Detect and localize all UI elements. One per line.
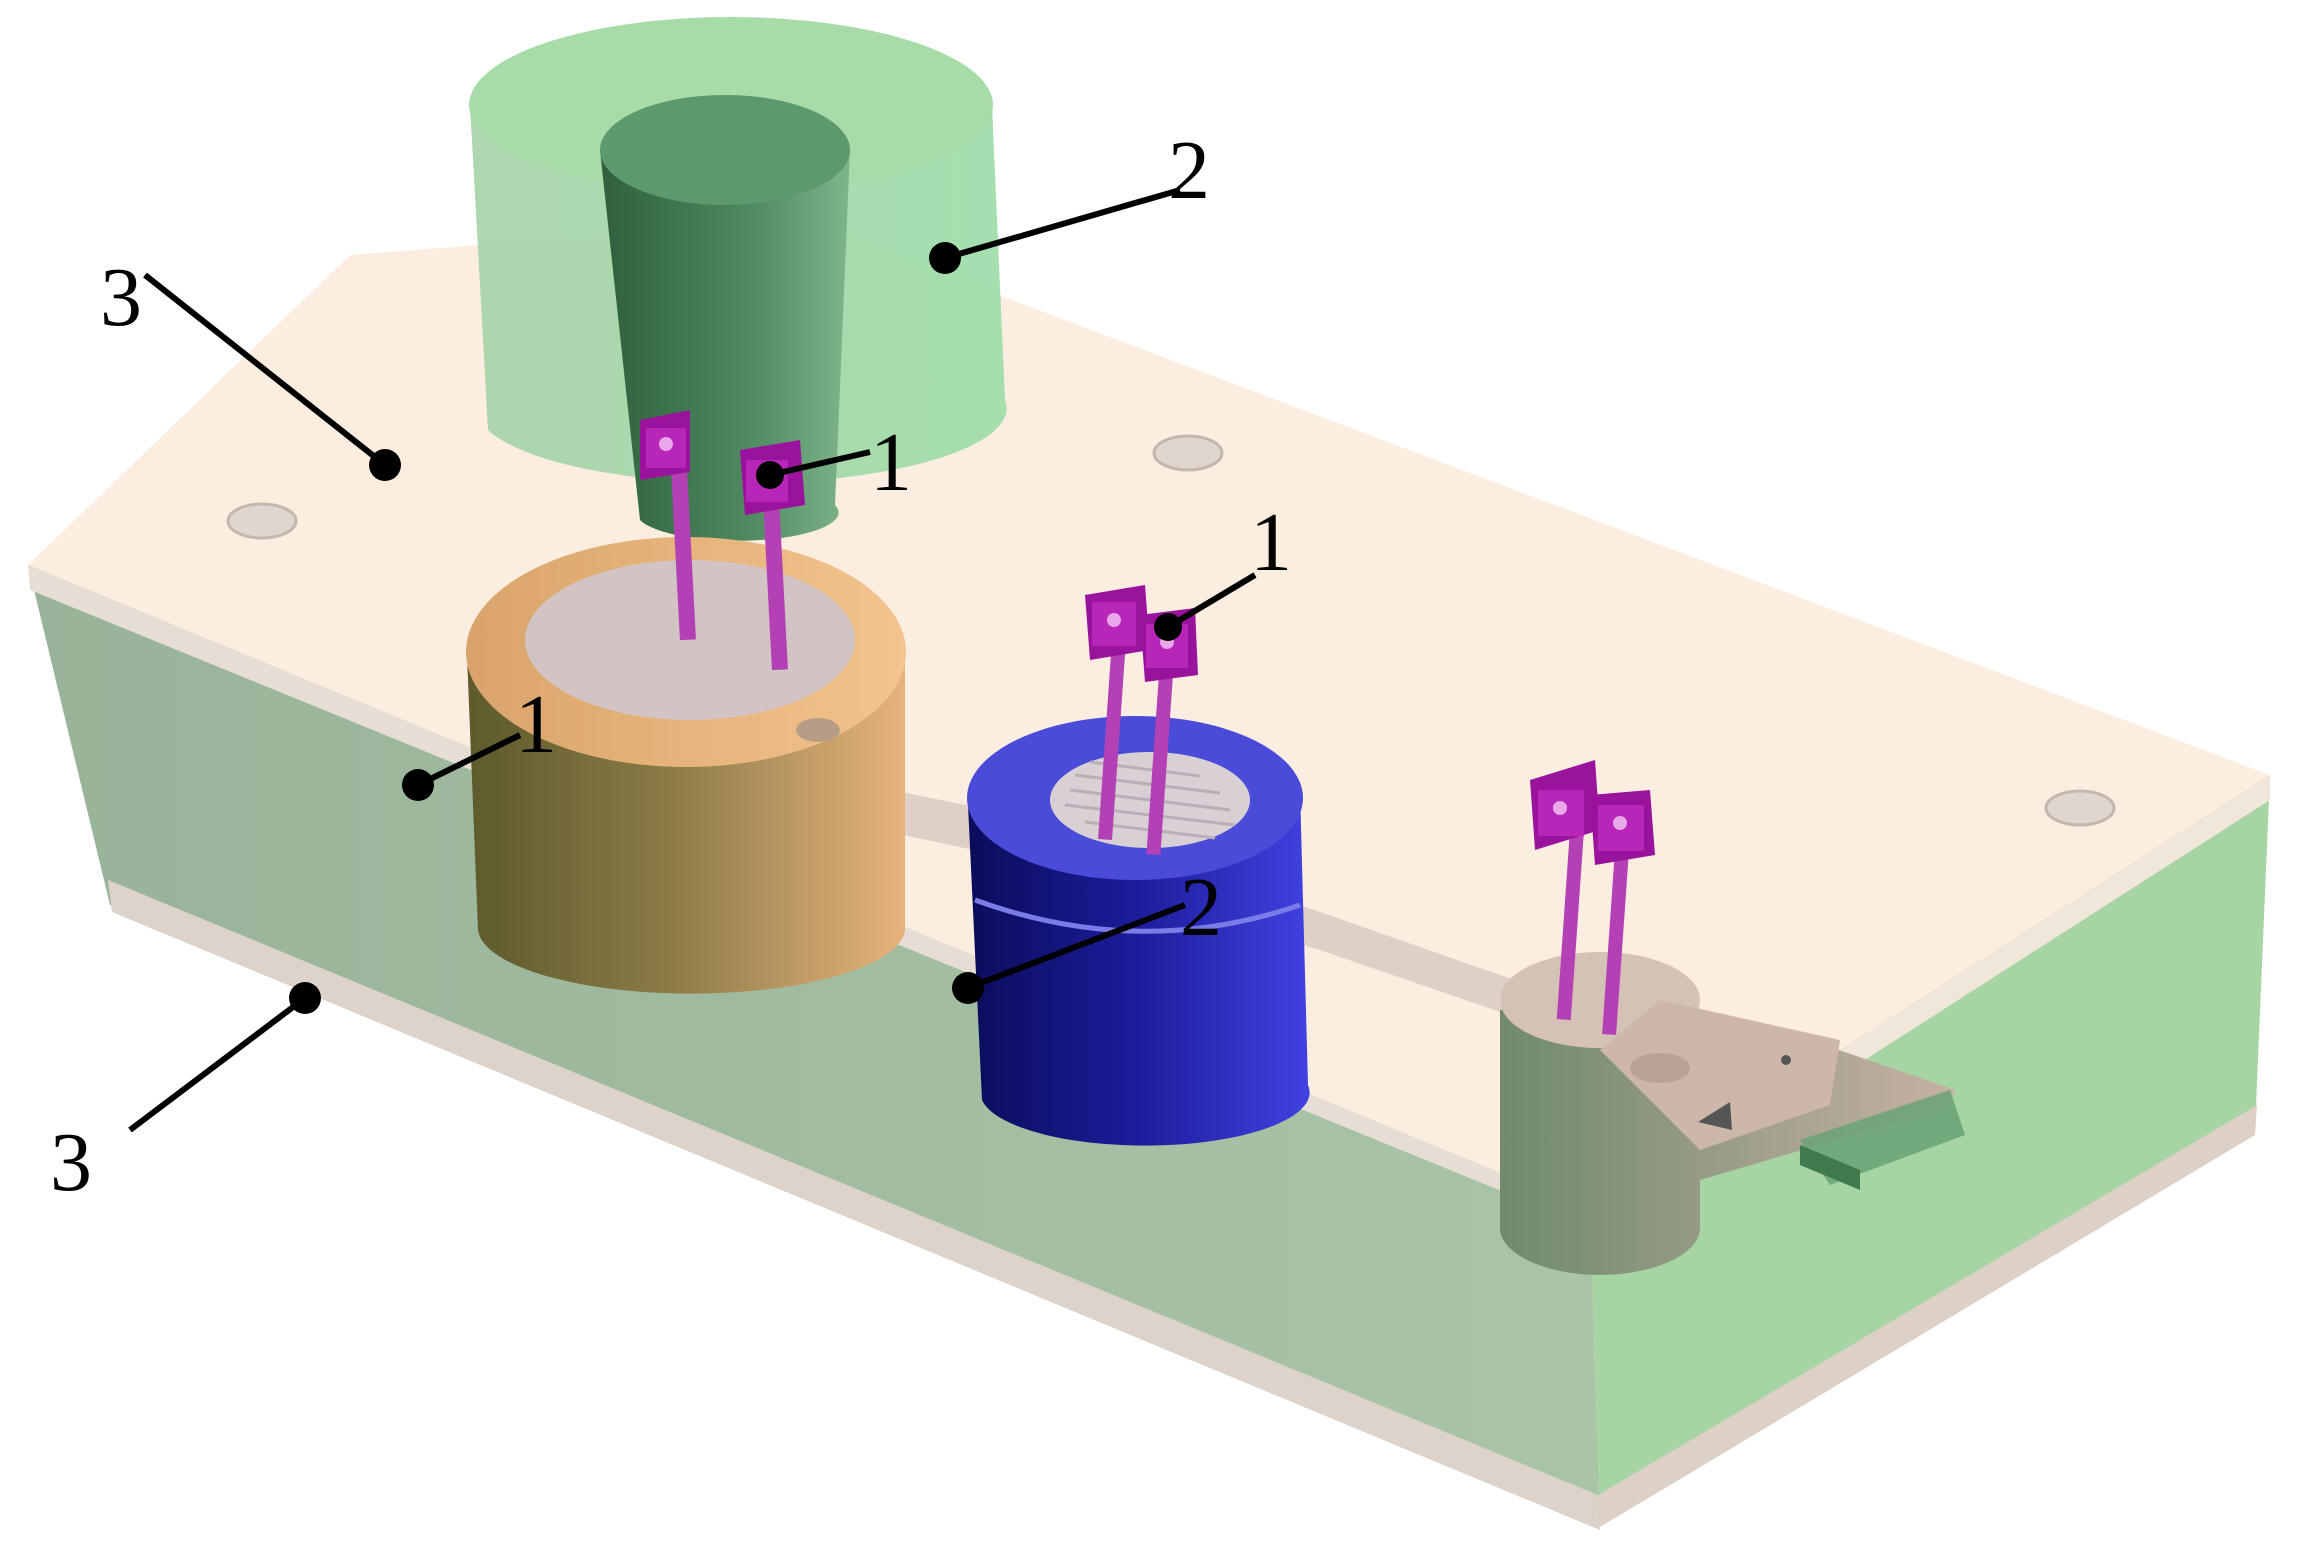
clip-group-right bbox=[1530, 760, 1655, 1036]
leader-line bbox=[143, 272, 387, 468]
mount-hole bbox=[2044, 789, 2116, 827]
callouts: 3 2 1 1 1 2 3 bbox=[50, 124, 1292, 1209]
leader-dot bbox=[369, 449, 401, 481]
slab-bottom-band bbox=[108, 880, 1600, 1530]
tan-triangle-mark bbox=[1698, 1102, 1732, 1130]
leader-dot bbox=[929, 242, 961, 274]
leader-dot bbox=[1154, 613, 1182, 641]
clip-hole bbox=[1553, 801, 1567, 815]
green-tab-end bbox=[1800, 1145, 1860, 1190]
callout-top-cylinder: 2 bbox=[1168, 124, 1210, 217]
leader-dot bbox=[402, 769, 434, 801]
clip-hole bbox=[659, 437, 673, 451]
tan-dot-mark bbox=[1781, 1055, 1791, 1065]
clip-hole bbox=[1107, 613, 1121, 627]
clip-pin bbox=[1098, 639, 1126, 841]
green-inner-top bbox=[600, 95, 850, 205]
blue-cylinder-body bbox=[968, 790, 1310, 1146]
clip-pin bbox=[762, 479, 788, 671]
leader-line bbox=[944, 187, 1181, 261]
blue-cylinder bbox=[967, 716, 1310, 1146]
slab-right-band-bottom bbox=[1598, 1105, 2257, 1527]
clip-pin bbox=[670, 449, 696, 641]
slab-right-face bbox=[1590, 775, 2270, 1525]
leader-dot bbox=[756, 461, 784, 489]
clip-pin bbox=[1556, 829, 1584, 1021]
green-tab bbox=[1800, 1090, 1965, 1185]
leader-line bbox=[966, 902, 1187, 991]
leader-line bbox=[416, 732, 522, 788]
clip-hole bbox=[1613, 816, 1627, 830]
clip-pin bbox=[1146, 659, 1174, 856]
callout-top-slab: 3 bbox=[100, 251, 142, 344]
callout-blue-cylinder: 2 bbox=[1180, 861, 1222, 954]
leader-line bbox=[769, 449, 871, 478]
clip-group-middle bbox=[1085, 585, 1198, 856]
tan-part bbox=[1500, 952, 1965, 1275]
callout-middle-clip: 1 bbox=[1250, 496, 1292, 589]
callout-top-clip: 1 bbox=[870, 416, 912, 509]
leader-line bbox=[128, 995, 307, 1133]
leader-dot bbox=[289, 982, 321, 1014]
callout-orange-cylinder: 1 bbox=[515, 678, 557, 771]
orange-side-hole bbox=[796, 718, 840, 742]
mount-hole bbox=[1152, 434, 1224, 472]
leader-dot bbox=[952, 972, 984, 1004]
tan-part-arm bbox=[1600, 1000, 1840, 1150]
mount-hole bbox=[226, 502, 298, 540]
blue-groove bbox=[974, 897, 1301, 934]
clip-pin bbox=[1602, 849, 1629, 1036]
tan-part-hole bbox=[1630, 1053, 1690, 1083]
orange-cylinder bbox=[466, 537, 906, 994]
callout-bottom-slab: 3 bbox=[50, 1116, 92, 1209]
slab-front-face bbox=[28, 565, 1600, 1525]
leader-line bbox=[1166, 572, 1257, 630]
green-inner-cylinder bbox=[600, 150, 850, 541]
